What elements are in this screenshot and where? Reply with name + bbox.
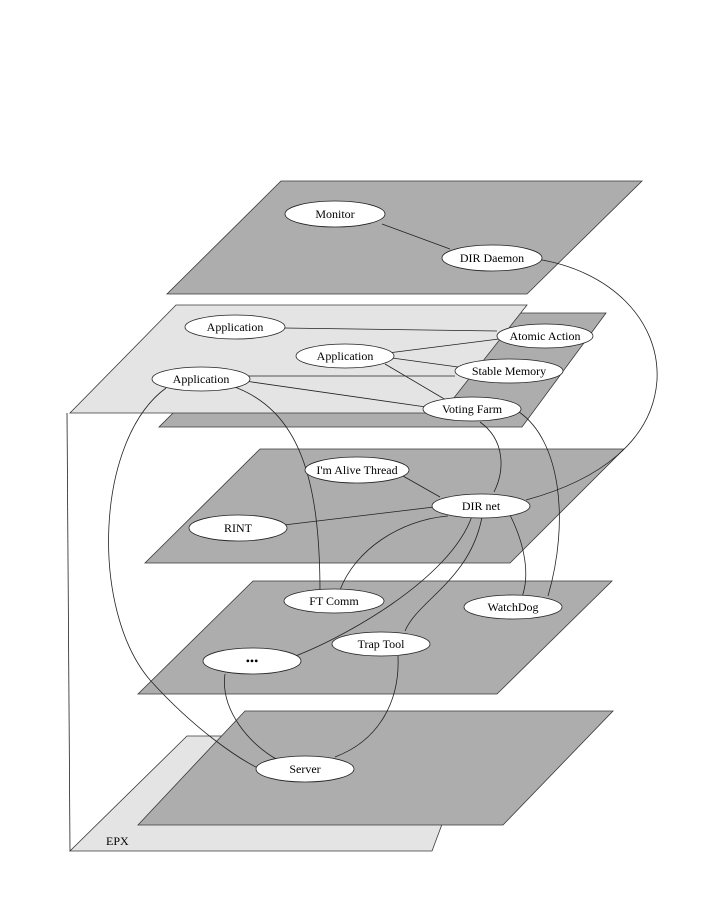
node-application-1[interactable]: Application [184, 314, 286, 340]
node-label: Voting Farm [442, 402, 503, 416]
link-rint-dirnet [283, 506, 435, 526]
link-app1-atomic [283, 327, 498, 332]
link-app3-server [108, 387, 263, 771]
node-trap-tool[interactable]: Trap Tool [331, 631, 431, 657]
link-app2-voting [384, 363, 447, 401]
node-ellipsis[interactable]: ••• [202, 647, 302, 675]
node-atomic-action[interactable]: Atomic Action [496, 323, 594, 349]
node-label: Atomic Action [510, 329, 581, 343]
node-im-alive-thread[interactable]: I'm Alive Thread [304, 456, 410, 484]
node-label: FT Comm [309, 594, 359, 608]
node-ft-comm[interactable]: FT Comm [283, 588, 385, 614]
link-imalive-dirnet [402, 475, 441, 498]
node-label: DIR Daemon [460, 251, 524, 265]
link-dirnet-traptool [404, 516, 483, 632]
node-server[interactable]: Server [255, 755, 355, 783]
node-label: Monitor [315, 207, 354, 221]
node-label: Stable Memory [472, 364, 546, 378]
link-voting-dirnet [479, 421, 502, 493]
link-traptool-server [334, 655, 399, 758]
node-application-3[interactable]: Application [151, 366, 251, 392]
node-dir-net[interactable]: DIR net [431, 493, 531, 519]
link-app2-stable [391, 357, 459, 368]
node-label: ••• [246, 654, 259, 668]
monitor-plane [166, 180, 643, 295]
link-app2-atomic [387, 338, 500, 354]
link-dirdaemon-dirnet [525, 258, 658, 501]
node-voting-farm[interactable]: Voting Farm [422, 396, 522, 422]
node-stable-memory[interactable]: Stable Memory [454, 358, 564, 384]
node-label: DIR net [462, 499, 501, 513]
node-label: Server [289, 762, 320, 776]
node-label: Application [207, 320, 264, 334]
link-app3-ftcomm [231, 385, 321, 594]
node-rint[interactable]: RINT [188, 514, 288, 542]
link-voting-watchdog [518, 411, 560, 597]
epx-label: EPX [106, 834, 129, 848]
node-label: WatchDog [487, 600, 538, 614]
node-label: I'm Alive Thread [316, 463, 397, 477]
link-ellipsis-server [224, 673, 279, 761]
node-label: RINT [224, 521, 253, 535]
node-label: Application [173, 372, 230, 386]
link-app3-voting [244, 380, 427, 408]
node-watchdog[interactable]: WatchDog [463, 594, 563, 620]
node-application-2[interactable]: Application [295, 343, 395, 369]
node-label: Application [317, 349, 374, 363]
server-plane [137, 710, 614, 826]
node-label: Trap Tool [358, 637, 406, 651]
node-monitor[interactable]: Monitor [284, 200, 386, 228]
link-dirnet-watchdog [509, 514, 527, 598]
node-dir-daemon[interactable]: DIR Daemon [441, 244, 543, 272]
link-monitor-dirdaemon [381, 223, 451, 250]
link-dirnet-ellipsis [289, 515, 473, 659]
link-dirnet-ftcomm [339, 515, 449, 591]
connections [66, 223, 658, 852]
epx-left-edge [66, 412, 71, 852]
